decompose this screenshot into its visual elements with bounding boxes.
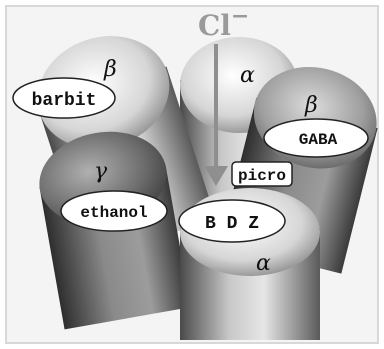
subunit-label-alpha-back: α [240,63,255,88]
svg-text:barbit: barbit [32,91,97,111]
chloride-arrow [204,44,228,186]
svg-text:picro: picro [238,167,286,185]
svg-text:B D Z: B D Z [205,214,259,234]
site-bdz: B D Z [178,199,286,243]
subunit-label-alpha-front: α [256,251,271,276]
site-picro: picro [231,161,293,187]
site-ethanol: ethanol [60,190,168,232]
site-barbit: barbit [12,77,116,119]
subunit-label-beta-left: β [103,57,117,82]
svg-text:GABA: GABA [299,131,338,149]
site-gaba: GABA [263,118,369,158]
subunit-label-beta-right: β [304,93,318,118]
subunit-label-gamma: γ [94,159,108,184]
chloride-ion-label: Cl− [198,3,249,42]
svg-text:ethanol: ethanol [80,204,147,222]
